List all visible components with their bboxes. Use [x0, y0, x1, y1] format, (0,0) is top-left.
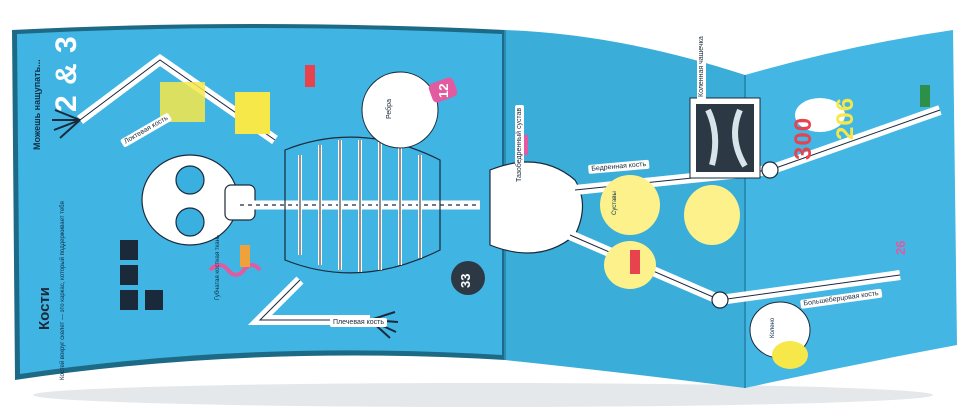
hand-bones [52, 109, 81, 139]
number-26: 26 [893, 240, 908, 255]
bone-icon [145, 290, 163, 310]
child-figure [920, 85, 930, 107]
number-300: 300 [790, 116, 817, 160]
joints-caption: Суставы [612, 191, 618, 215]
label-humerus: Плечевая кость [330, 318, 387, 327]
yellow-bubble [684, 185, 740, 245]
label-pelvis: Тазобедренный сустав [515, 104, 524, 185]
knee-joint [761, 161, 779, 179]
skull-eye-socket [175, 165, 205, 195]
intro-text: Костей вокруг скелет — это каркас, котор… [60, 201, 66, 380]
child-figure [240, 245, 250, 267]
number-12: 12 [436, 83, 451, 98]
thirty-three-badge [451, 261, 485, 295]
child-figure [630, 250, 640, 274]
label-knee-cap: Коленная чашечка [697, 33, 706, 100]
knee-joint [711, 291, 729, 309]
yellow-bubble [772, 341, 808, 369]
skull-icon [120, 240, 138, 260]
xray-icons-strip [120, 240, 163, 310]
table-shadow [33, 383, 933, 407]
yellow-info-box [235, 92, 270, 134]
pink-squiggle [208, 263, 262, 277]
pelvis [489, 161, 584, 254]
heading-question: Можешь нащупать... [32, 59, 42, 150]
number-33: 33 [458, 273, 473, 288]
xray-panel [689, 97, 761, 179]
ribs-callout-bubble [361, 71, 439, 149]
yellow-bubble [600, 175, 660, 235]
child-figure [305, 65, 315, 87]
skull-eye-socket [175, 207, 205, 237]
bone-icon [120, 290, 138, 310]
section-title: Кости [36, 286, 53, 330]
ribcage-outline [284, 136, 441, 274]
number-206: 206 [832, 96, 859, 140]
number-bubble [795, 98, 845, 132]
blood-cells-caption: Губчатая костная ткань [215, 234, 221, 300]
xray-bones [705, 108, 748, 168]
label-ribs: Ребра [385, 96, 394, 122]
knee-caption: Колено [770, 317, 776, 338]
pink-number-badge [428, 77, 458, 103]
bone-icon [120, 265, 138, 285]
rib-lines [299, 140, 421, 272]
number-two-and-three: 2 & 3 [50, 35, 83, 112]
